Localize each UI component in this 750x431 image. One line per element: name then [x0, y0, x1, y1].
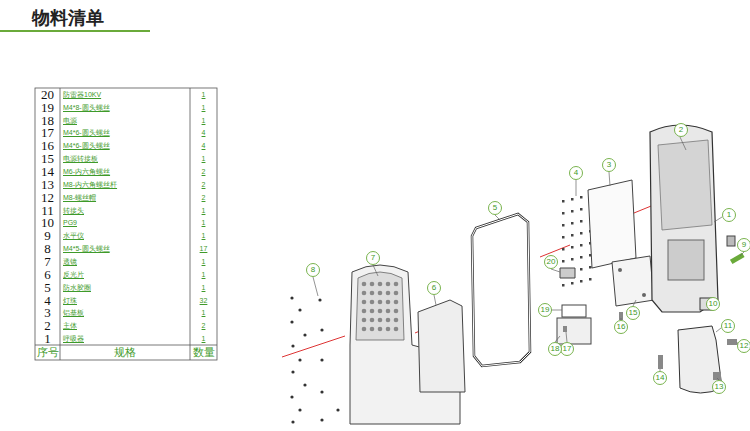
callout-number: 18	[548, 343, 562, 355]
table-cell: M4*8-圆头螺丝	[60, 101, 190, 114]
callout-number: 15	[626, 307, 640, 319]
table-cell: 4	[35, 294, 60, 307]
table-cell: 16	[35, 139, 60, 152]
table-cell: 19	[35, 101, 60, 114]
table-cell: 1	[190, 281, 217, 294]
table-cell: 2	[190, 319, 217, 332]
table-cell: 6	[35, 268, 60, 281]
table-cell: 17	[190, 242, 217, 255]
table-cell: 灯珠	[60, 294, 190, 307]
table-cell: 水平仪	[60, 229, 190, 242]
table-cell: 铝基板	[60, 306, 190, 319]
table-cell: 2	[35, 319, 60, 332]
table-cell: 电源转接板	[60, 152, 190, 165]
callout-number: 11	[721, 320, 735, 332]
callout-number: 2	[674, 124, 688, 136]
table-cell: PG9	[60, 217, 190, 230]
table-cell: 1	[190, 88, 217, 101]
table-cell: 4	[190, 139, 217, 152]
table-cell: M4*6-圆头螺丝	[60, 139, 190, 152]
table-cell: 1	[190, 332, 217, 345]
table-cell: 反光片	[60, 268, 190, 281]
callout-number: 20	[544, 256, 558, 268]
table-cell: 15	[35, 152, 60, 165]
callout-number: 4	[569, 167, 583, 179]
table-cell: 17	[35, 127, 60, 140]
table-cell: 10	[35, 217, 60, 230]
callout-number: 7	[366, 252, 380, 264]
callout-number: 10	[706, 298, 720, 310]
table-cell: 1	[35, 332, 60, 345]
table-header: 数量	[190, 345, 217, 360]
table-cell: 7	[35, 255, 60, 268]
page-title: 物料清单	[32, 6, 104, 30]
callout-number: 13	[712, 381, 726, 393]
table-cell: 1	[190, 204, 217, 217]
callout-number: 6	[427, 282, 441, 294]
table-cell: 8	[35, 242, 60, 255]
table-cell: 1	[190, 306, 217, 319]
table-cell: 5	[35, 281, 60, 294]
callout-number: 16	[614, 321, 628, 333]
table-cell: 20	[35, 88, 60, 101]
table-cell: 32	[190, 294, 217, 307]
table-cell: 12	[35, 191, 60, 204]
table-cell: 转接头	[60, 204, 190, 217]
callout-number: 5	[488, 202, 502, 214]
table-header: 规格	[60, 345, 190, 360]
table-cell: M4*5-圆头螺丝	[60, 242, 190, 255]
table-cell: 防水胶圈	[60, 281, 190, 294]
table-cell: 1	[190, 229, 217, 242]
table-cell: M8-螺丝帽	[60, 191, 190, 204]
table-cell: 2	[190, 165, 217, 178]
table-cell: 2	[190, 191, 217, 204]
callout-number: 14	[653, 372, 667, 384]
table-cell: 电源	[60, 114, 190, 127]
callout-number: 17	[560, 343, 574, 355]
callout-number: 19	[538, 304, 552, 316]
table-cell: 2	[190, 178, 217, 191]
table-cell: 透镜	[60, 255, 190, 268]
table-cell: M6-内六角螺丝	[60, 165, 190, 178]
table-cell: 1	[190, 268, 217, 281]
table-cell: 4	[190, 127, 217, 140]
table-cell: 11	[35, 204, 60, 217]
table-cell: 14	[35, 165, 60, 178]
callout-number: 3	[602, 159, 616, 171]
table-cell: 主体	[60, 319, 190, 332]
table-cell: M4*6-圆头螺丝	[60, 127, 190, 140]
table-cell: 1	[190, 255, 217, 268]
table-header: 序号	[35, 345, 60, 360]
table-cell: 18	[35, 114, 60, 127]
table-cell: 9	[35, 229, 60, 242]
table-cell: 1	[190, 217, 217, 230]
table-cell: 1	[190, 152, 217, 165]
callout-number: 1	[722, 209, 736, 221]
callout-number: 8	[306, 264, 320, 276]
table-cell: 1	[190, 114, 217, 127]
table-cell: 3	[35, 306, 60, 319]
table-cell: 13	[35, 178, 60, 191]
table-cell: 呼吸器	[60, 332, 190, 345]
table-cell: 防雷器10KV	[60, 88, 190, 101]
table-cell: 1	[190, 101, 217, 114]
callout-number: 12	[737, 340, 750, 352]
callout-number: 9	[737, 239, 750, 251]
table-cell: M8-内六角螺丝杆	[60, 178, 190, 191]
